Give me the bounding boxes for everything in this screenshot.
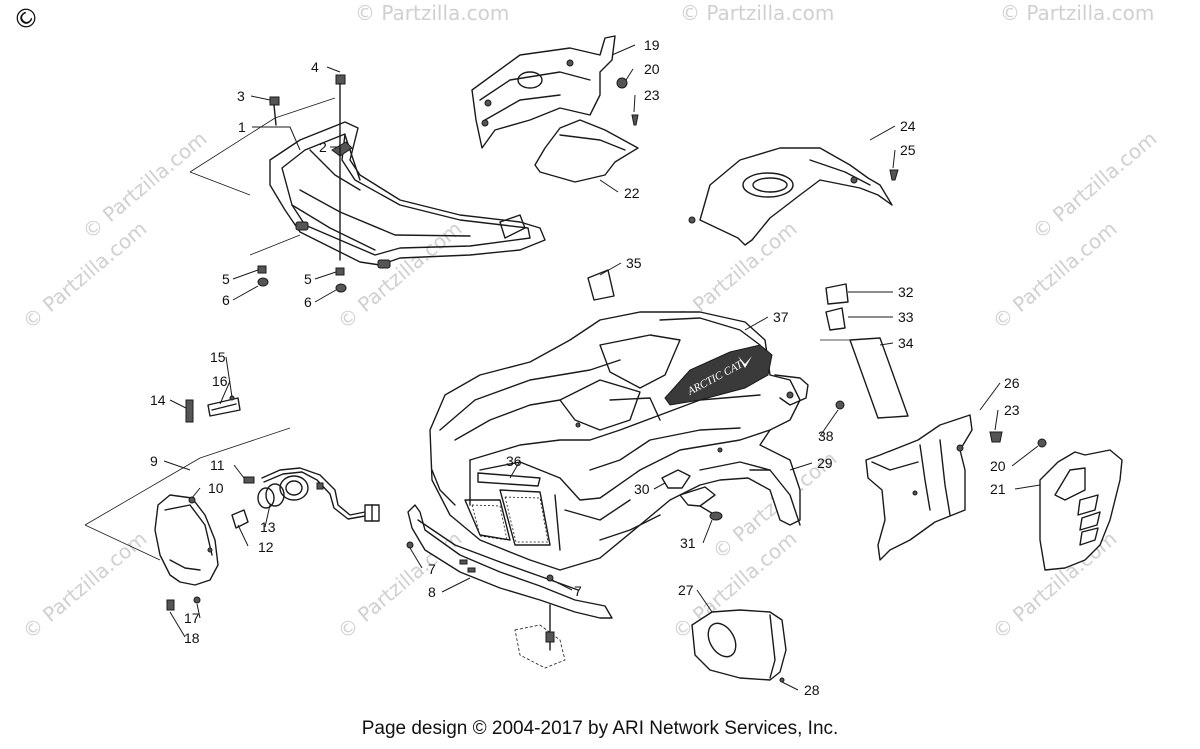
callout-21: 21 <box>990 481 1006 497</box>
callout-38: 38 <box>818 428 834 444</box>
callout-29: 29 <box>817 455 833 471</box>
leader-lines <box>163 44 1041 691</box>
decal-32 <box>825 283 849 305</box>
front-bumper <box>406 504 613 669</box>
grommet-20b <box>1037 438 1047 448</box>
callout-2: 2 <box>319 139 327 155</box>
callout-28: 28 <box>804 682 820 698</box>
decal-34 <box>849 337 909 419</box>
callout-13: 13 <box>260 519 276 535</box>
callout-5: 5 <box>304 271 312 287</box>
decal-35 <box>587 269 615 301</box>
callout-32: 32 <box>898 284 914 300</box>
grommet-20 <box>616 77 628 89</box>
callout-11: 11 <box>210 457 225 473</box>
callout-9: 9 <box>150 453 158 469</box>
nut-washer-right <box>335 267 347 293</box>
callout-22: 22 <box>624 185 640 201</box>
callout-36: 36 <box>506 453 522 469</box>
bolt-4 <box>335 74 346 261</box>
headlight-assembly <box>84 427 291 611</box>
callout-12: 12 <box>258 539 274 555</box>
callout-7: 7 <box>574 583 582 599</box>
panel-22 <box>534 119 639 183</box>
callout-17: 17 <box>184 610 200 626</box>
callout-4: 4 <box>311 59 319 75</box>
callout-23: 23 <box>1004 402 1020 418</box>
callout-3: 3 <box>237 88 245 104</box>
callout-16: 16 <box>212 373 228 389</box>
watermark: © Partzilla.com <box>333 216 467 334</box>
callout-10: 10 <box>208 480 224 496</box>
side-panel-21 <box>1039 449 1123 571</box>
callout-labels: 1 2 3 4 5 5 6 6 7 7 8 9 10 11 12 13 14 1… <box>150 37 1020 698</box>
callout-20: 20 <box>990 458 1006 474</box>
watermark: © Partzilla.com <box>680 1 834 25</box>
watermark: © Partzilla.com <box>18 526 152 644</box>
nameplate-36 <box>477 472 541 487</box>
callout-31: 31 <box>680 535 696 551</box>
latch-31 <box>679 486 723 521</box>
callout-24: 24 <box>900 118 916 134</box>
nut-washer-left <box>257 265 269 287</box>
front-rack <box>189 97 546 269</box>
bracket-14 <box>185 395 241 423</box>
callout-33: 33 <box>898 309 914 325</box>
fender-24 <box>688 147 893 246</box>
fender-panel-19 <box>471 35 616 149</box>
wiring-harness <box>261 467 380 522</box>
rivet-25 <box>889 169 899 181</box>
page-footer: Page design © 2004-2017 by ARI Network S… <box>361 718 839 739</box>
watermark: © Partzilla.com <box>333 526 467 644</box>
side-panel-26 <box>865 414 973 561</box>
grille-mesh <box>471 496 549 543</box>
watermark: © Partzilla.com <box>355 1 509 25</box>
callout-7: 7 <box>428 561 436 577</box>
watermark: © Partzilla.com <box>78 126 212 244</box>
callout-37: 37 <box>773 309 789 325</box>
callout-34: 34 <box>898 335 914 351</box>
callout-20: 20 <box>644 61 660 77</box>
callout-6: 6 <box>222 292 230 308</box>
callout-5: 5 <box>222 271 230 287</box>
callout-23: 23 <box>644 87 660 103</box>
callout-18: 18 <box>184 630 200 646</box>
bulb-socket <box>231 475 309 529</box>
callout-19: 19 <box>644 37 660 53</box>
callout-30: 30 <box>634 481 650 497</box>
callout-26: 26 <box>1004 375 1020 391</box>
callout-35: 35 <box>626 255 642 271</box>
callout-6: 6 <box>304 294 312 310</box>
decal-33 <box>825 307 846 331</box>
panel-27 <box>691 609 787 683</box>
callout-27: 27 <box>678 582 694 598</box>
callout-15: 15 <box>210 349 226 365</box>
rivet-23b <box>989 431 1003 443</box>
watermark: © Partzilla.com <box>1000 1 1154 25</box>
clip-38 <box>835 400 845 410</box>
callout-25: 25 <box>900 142 916 158</box>
callout-8: 8 <box>428 584 436 600</box>
bolt-3 <box>269 96 280 126</box>
latch-30 <box>661 469 691 489</box>
rivet-23 <box>631 114 639 126</box>
callout-14: 14 <box>150 392 166 408</box>
callout-1: 1 <box>238 119 246 135</box>
